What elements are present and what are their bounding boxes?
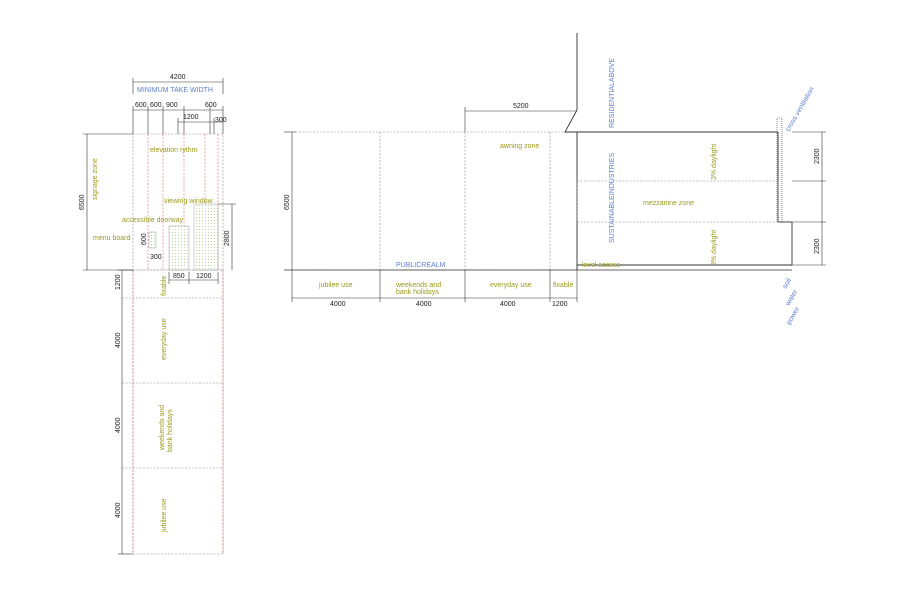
dim-600-a: 600: [135, 102, 147, 109]
section-bank-holidays-label: bank holidays: [396, 289, 439, 296]
dim-4000-c: 4000: [115, 502, 122, 518]
section-right-dimensions: [792, 131, 826, 266]
power-label: power: [786, 305, 802, 326]
cross-ventilation-label: cross ventilation: [785, 86, 816, 133]
water-label: water: [784, 288, 799, 308]
section-dim-4000-c: 4000: [500, 301, 516, 308]
public-realm-zone: [291, 131, 578, 271]
dim-2800: 2800: [224, 230, 231, 246]
section-weekends-label: weekends and: [395, 282, 441, 289]
plan-weekends-label: weekends and: [159, 405, 166, 451]
dim-1200-bottom: 1200: [196, 273, 212, 280]
section-dim-4000-a: 4000: [330, 301, 346, 308]
dim-600-b: 600: [150, 102, 162, 109]
daylight-upper-label: 3% daylight: [711, 144, 718, 180]
elevation-rythm-label: elevation rythm: [150, 147, 198, 154]
window-height-dimension: [218, 203, 236, 270]
dim-4000-b: 4000: [115, 417, 122, 433]
soil-label: soil: [782, 277, 794, 290]
dim-600-c: 600: [205, 102, 217, 109]
level-access-label: level access: [582, 262, 621, 269]
plan-jubilee-label: jubilee use: [161, 498, 168, 533]
section-bottom-dimensions: [291, 270, 578, 302]
residential-above-label: RESIDENTIALABOVE: [609, 58, 616, 128]
awning-zone-label: awning zone: [500, 143, 539, 150]
sustainable-industries-label: SUSTAINABLEINDUSTRIES: [609, 153, 616, 243]
mezzanine-zone: [576, 180, 779, 223]
mezzanine-zone-label: mezzanine zone: [643, 200, 694, 207]
cross-ventilation-grille: [776, 117, 783, 223]
building-outline: [564, 33, 793, 270]
dim-5200: 5200: [513, 103, 529, 110]
section-dim-1200: 1200: [552, 301, 568, 308]
plan-height-dimension: [83, 133, 133, 271]
street-section: 5200 6500: [284, 33, 826, 326]
section-dim-4000-b: 4000: [416, 301, 432, 308]
shopfront-plan: 4200 MINIMUM TAKE WIDTH 600 600 900 600 …: [79, 74, 236, 555]
dim-2300-upper: 2300: [814, 148, 821, 164]
dim-850: 850: [173, 273, 185, 280]
awning-width-dimension: [464, 107, 577, 132]
min-take-width-label: MINIMUM TAKE WIDTH: [137, 87, 213, 94]
dim-300: 300: [215, 117, 227, 124]
section-jubilee-label: jubilee use: [318, 282, 353, 289]
dim-1200: 1200: [183, 114, 199, 121]
dim-6500-section: 6500: [284, 194, 291, 210]
pavement-zones-outline: [132, 269, 224, 555]
pavement-zone-dividers: [122, 297, 223, 469]
plan-top-dimensions: [132, 78, 224, 134]
plan-bottom-dimensions: [168, 272, 219, 284]
dim-4000-a: 4000: [115, 332, 122, 348]
plan-bank-holidays-label: bank holidays: [167, 409, 174, 452]
plan-everyday-label: everyday use: [161, 318, 168, 360]
pavement-red-lines: [132, 270, 224, 554]
dim-300-vertical: 300: [150, 254, 162, 261]
viewing-window-label: viewing window: [164, 198, 214, 205]
dim-900: 900: [166, 102, 178, 109]
plan-fixable-label: fixable: [161, 276, 168, 296]
dim-6500-plan: 6500: [79, 194, 86, 210]
pavement-dimension-line: [118, 269, 133, 555]
daylight-lower-label: 3% daylight: [711, 230, 718, 266]
menu-board-label: menu board: [93, 235, 130, 242]
public-realm-label: PUBLICREALM: [396, 262, 446, 269]
section-fixable-label: fixable: [553, 282, 573, 289]
signage-zone-label: signage zone: [92, 158, 99, 200]
public-realm-dividers: [379, 132, 551, 270]
menu-board-panel: [148, 231, 157, 249]
dim-2300-lower: 2300: [814, 238, 821, 254]
section-everyday-label: everyday use: [490, 282, 532, 289]
accessible-doorway-panel: [168, 225, 190, 271]
dim-1200-vertical: 1200: [115, 274, 122, 290]
dim-4200: 4200: [170, 74, 186, 81]
accessible-doorway-label: accessible doorway: [122, 217, 184, 224]
viewing-window-panel: [193, 203, 219, 271]
dim-600-vertical: 600: [141, 233, 148, 245]
